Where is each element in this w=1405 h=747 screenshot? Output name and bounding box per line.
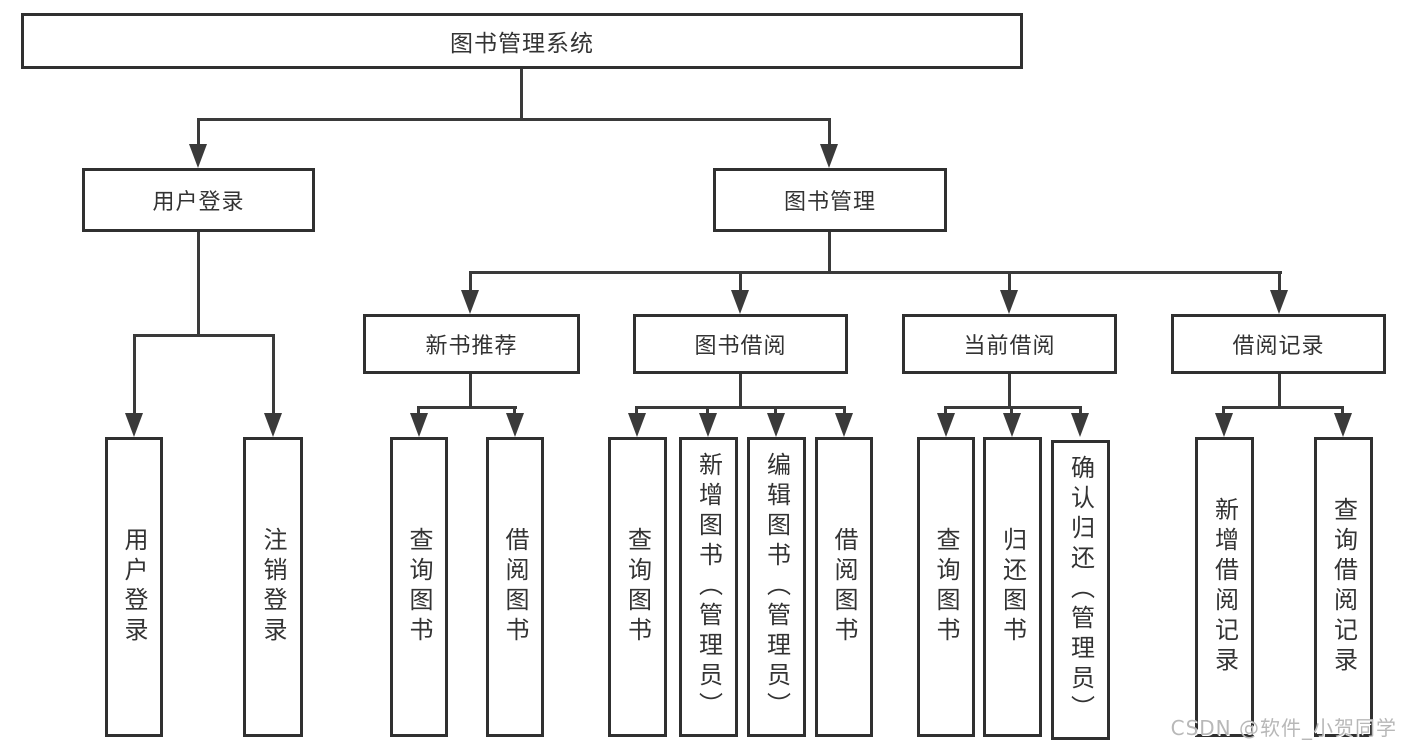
connector-bookmgmt-span <box>469 271 1282 274</box>
arrowhead-leaf-user-login <box>125 413 143 437</box>
connector-borrow-stub-2 <box>706 406 709 416</box>
connector-current-trunk <box>1008 374 1011 409</box>
connector-records-stub-2 <box>1341 406 1344 416</box>
connector-bookmgmt-stub-3 <box>1008 271 1011 292</box>
csdn-watermark: CSDN @软件_小贺同学 <box>1170 716 1397 740</box>
connector-borrow-stub-1 <box>635 406 638 416</box>
leaf-records-query-record: 查询借阅记录 <box>1314 437 1373 737</box>
node-new-book-recommend: 新书推荐 <box>363 314 580 374</box>
leaf-user-login: 用户登录 <box>105 437 163 737</box>
leaf-newbook-query-books: 查询图书 <box>390 437 448 737</box>
connector-newbook-span <box>417 406 517 409</box>
connector-newbook-trunk <box>469 374 472 409</box>
arrowhead-current-leaf-1 <box>937 413 955 437</box>
node-borrowing-records: 借阅记录 <box>1171 314 1386 374</box>
leaf-current-return-books: 归还图书 <box>983 437 1042 737</box>
connector-borrow-span <box>635 406 846 409</box>
arrowhead-borrow-leaf-4 <box>835 413 853 437</box>
arrowhead-borrow-leaf-2 <box>699 413 717 437</box>
leaf-borrow-add-books-admin: 新增图书（管理员） <box>679 437 738 737</box>
connector-userlogin-stub-1 <box>133 334 136 415</box>
connector-current-stub-3 <box>1079 406 1082 416</box>
connector-root-stub-right <box>828 118 831 146</box>
arrowhead-current-borrow <box>1000 290 1018 314</box>
connector-userlogin-stub-2 <box>272 334 275 415</box>
arrowhead-borrow-records <box>1270 290 1288 314</box>
arrowhead-user-login <box>189 144 207 168</box>
connector-bookmgmt-stub-2 <box>739 271 742 292</box>
node-book-borrowing: 图书借阅 <box>633 314 848 374</box>
connector-root-stub-left <box>197 118 200 146</box>
arrowhead-newbook-leaf-2 <box>506 413 524 437</box>
arrowhead-records-leaf-2 <box>1334 413 1352 437</box>
arrowhead-current-leaf-2 <box>1003 413 1021 437</box>
arrowhead-book-management <box>820 144 838 168</box>
connector-current-stub-2 <box>1010 406 1013 416</box>
leaf-borrow-query-books: 查询图书 <box>608 437 667 737</box>
node-user-login: 用户登录 <box>82 168 315 232</box>
arrowhead-borrow-leaf-3 <box>767 413 785 437</box>
leaf-borrow-edit-books-admin: 编辑图书（管理员） <box>747 437 806 737</box>
connector-newbook-stub-1 <box>417 406 420 416</box>
connector-borrow-stub-4 <box>843 406 846 416</box>
connector-userlogin-trunk <box>197 232 200 337</box>
connector-records-trunk <box>1278 374 1281 409</box>
node-book-management: 图书管理 <box>713 168 947 232</box>
leaf-newbook-borrow-books: 借阅图书 <box>486 437 544 737</box>
arrowhead-new-book <box>461 290 479 314</box>
connector-current-span <box>944 406 1082 409</box>
connector-borrow-stub-3 <box>774 406 777 416</box>
connector-borrow-trunk <box>739 374 742 409</box>
leaf-current-confirm-return-admin: 确认归还（管理员） <box>1051 440 1110 740</box>
leaf-borrow-borrow-books: 借阅图书 <box>815 437 873 737</box>
connector-userlogin-span <box>133 334 275 337</box>
connector-current-stub-1 <box>944 406 947 416</box>
connector-records-stub-1 <box>1222 406 1225 416</box>
arrowhead-borrow-leaf-1 <box>628 413 646 437</box>
arrowhead-leaf-logout <box>264 413 282 437</box>
connector-newbook-stub-2 <box>513 406 516 416</box>
node-current-borrowing: 当前借阅 <box>902 314 1117 374</box>
node-root-system: 图书管理系统 <box>21 13 1023 69</box>
arrowhead-current-leaf-3 <box>1071 413 1089 437</box>
connector-records-span <box>1222 406 1344 409</box>
leaf-current-query-books: 查询图书 <box>917 437 975 737</box>
arrowhead-newbook-leaf-1 <box>410 413 428 437</box>
connector-bookmgmt-stub-1 <box>469 271 472 292</box>
connector-bookmgmt-stub-4 <box>1278 271 1281 292</box>
connector-bookmgmt-trunk <box>828 232 831 274</box>
arrowhead-book-borrow <box>731 290 749 314</box>
leaf-logout: 注销登录 <box>243 437 303 737</box>
connector-root-span <box>197 118 831 121</box>
arrowhead-records-leaf-1 <box>1215 413 1233 437</box>
leaf-records-add-record: 新增借阅记录 <box>1195 437 1254 737</box>
connector-root-trunk <box>520 69 523 120</box>
